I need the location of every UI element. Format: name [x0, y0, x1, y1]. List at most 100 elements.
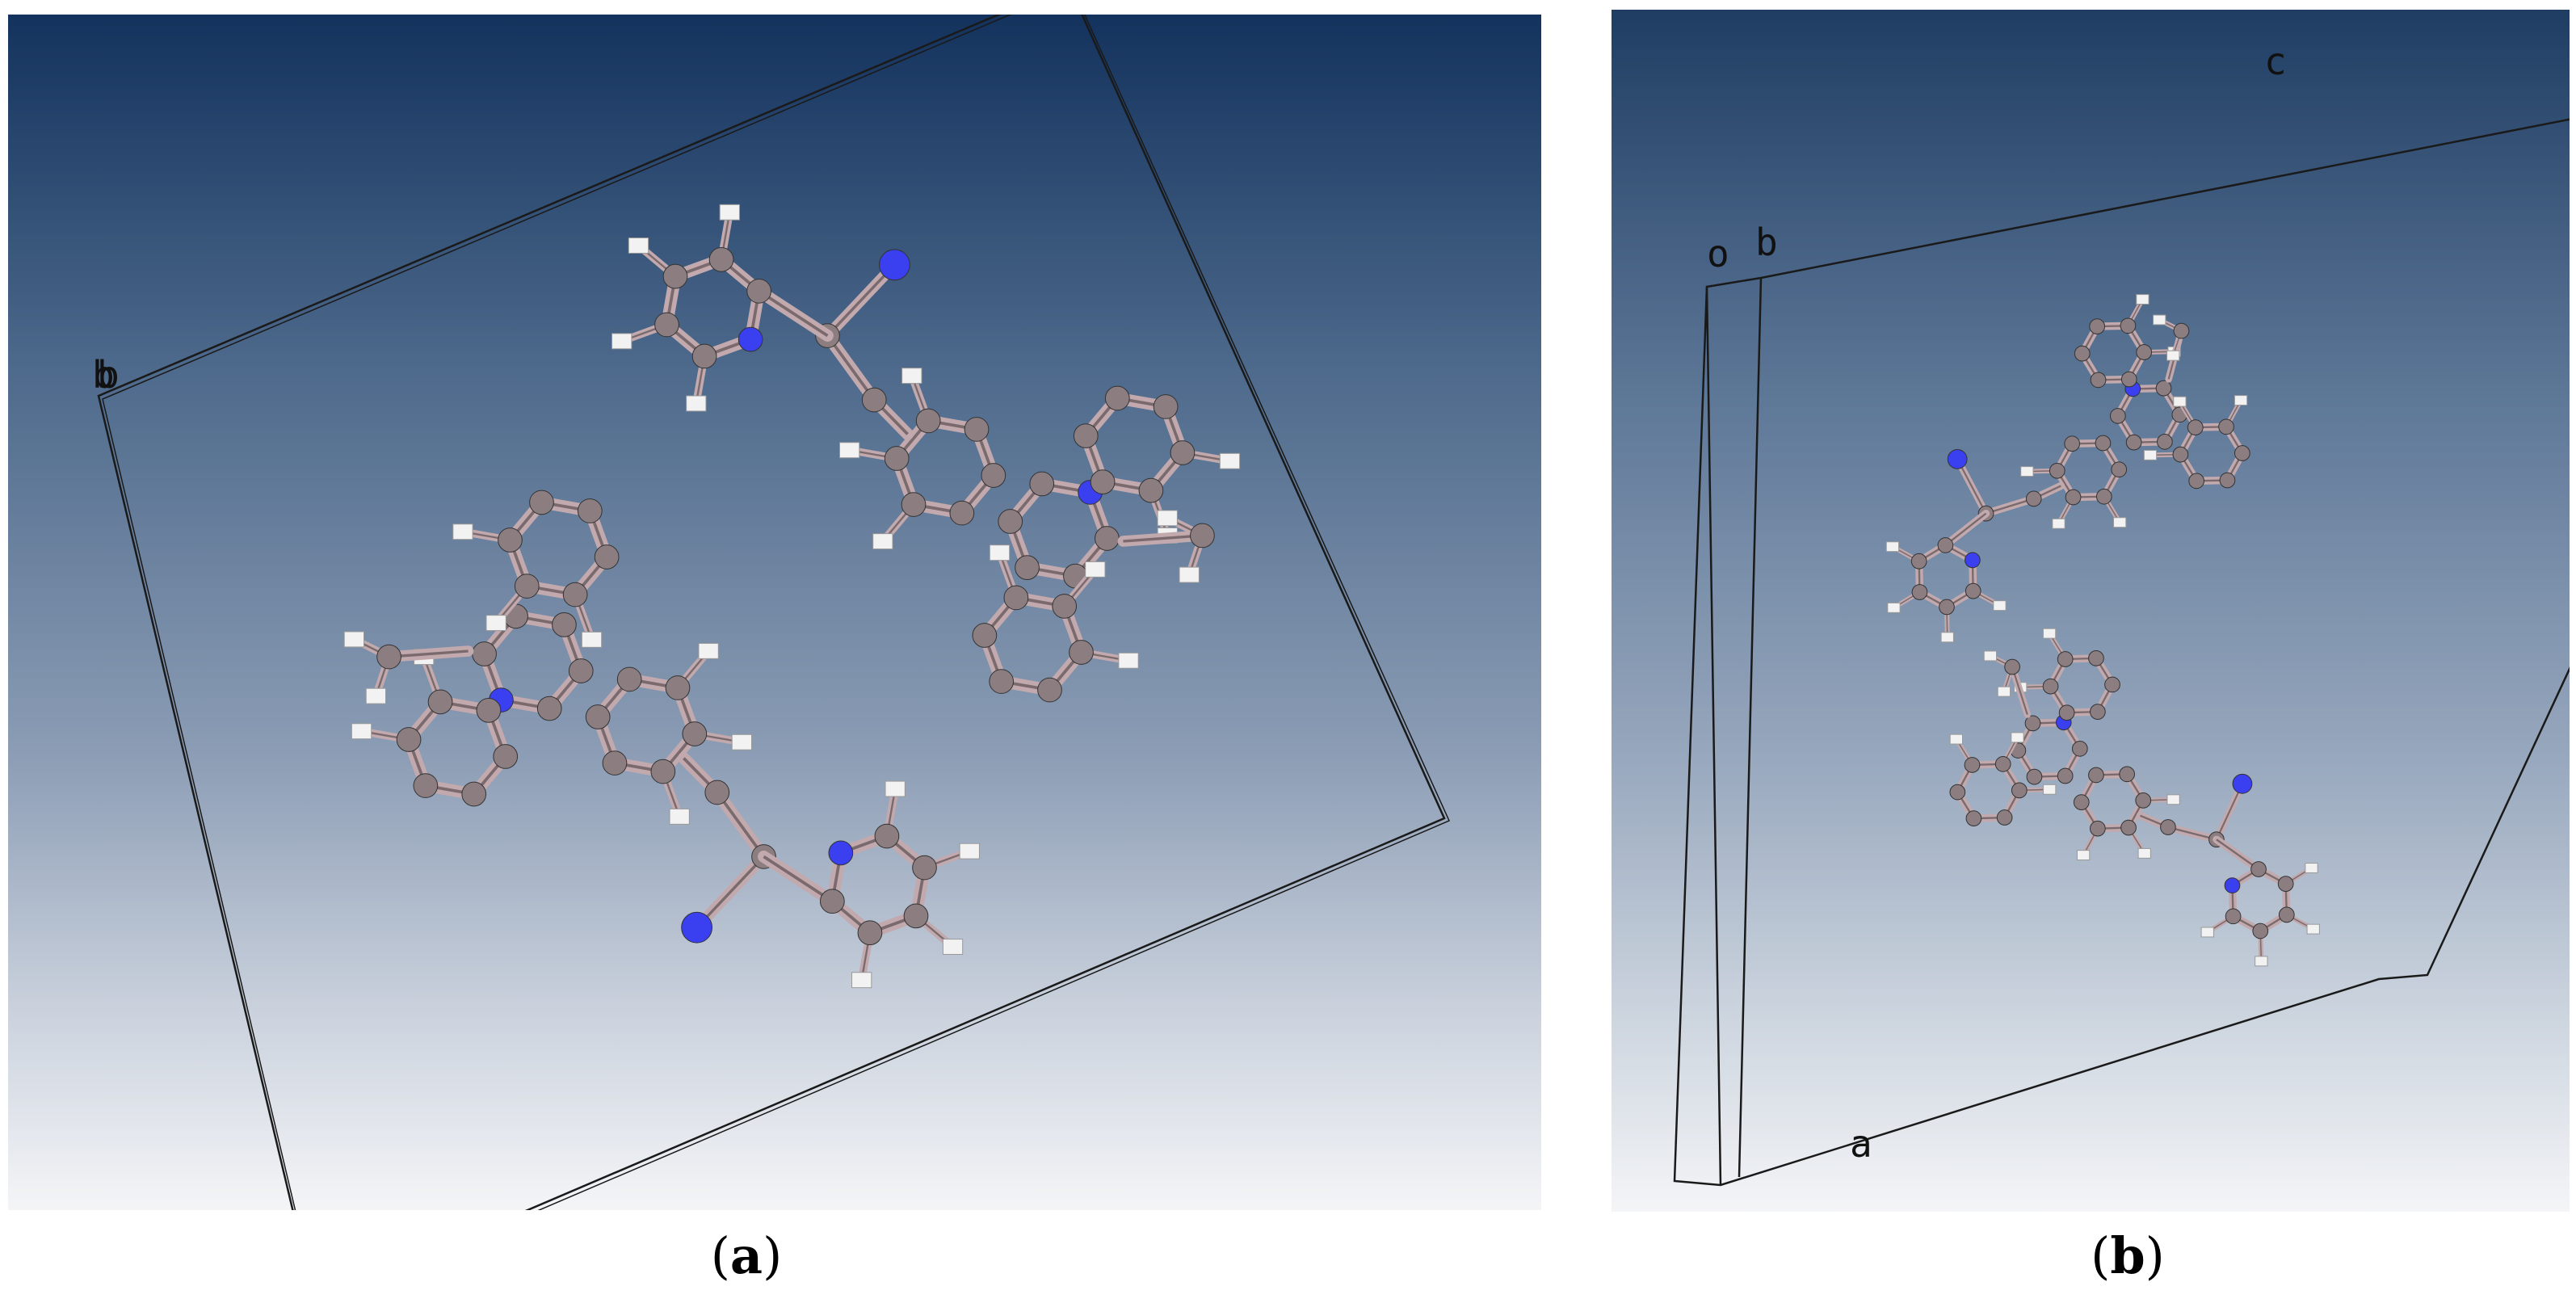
- bond-outline: [1986, 498, 2035, 515]
- carbon-atom: [2071, 740, 2088, 757]
- carbon-atom: [2058, 704, 2075, 721]
- hydrogen-atom: [2020, 466, 2034, 477]
- hydrogen-atom: [2173, 396, 2187, 407]
- carbon-atom: [2111, 461, 2128, 478]
- hydrogen-atom: [452, 523, 473, 540]
- carbon-atom: [536, 696, 562, 721]
- caption-a-close: ): [763, 1226, 783, 1285]
- carbon-atom: [901, 492, 927, 517]
- carbon-atom: [514, 574, 540, 599]
- carbon-atom: [2089, 318, 2106, 334]
- carbon-atom: [493, 744, 519, 769]
- carbon-atom: [2088, 767, 2104, 784]
- carbon-atom: [1996, 809, 2013, 826]
- hydrogen-atom: [2166, 794, 2180, 805]
- carbon-atom: [2125, 434, 2142, 451]
- carbon-atom: [2187, 419, 2204, 435]
- molecular-structure-view-b: o b c a: [1673, 40, 2570, 1187]
- carbon-atom: [1029, 471, 1055, 497]
- carbon-atom: [884, 446, 910, 471]
- unit-cell-box-b: [1673, 118, 2570, 1187]
- hydrogen-atom: [1085, 561, 1106, 578]
- bond-outline: [389, 649, 469, 658]
- axis-label-c: c: [2264, 40, 2287, 83]
- bond-outline: [1956, 458, 1987, 515]
- bond-outline: [695, 855, 765, 929]
- carbon-atom: [2011, 782, 2028, 799]
- bond-outline: [1944, 512, 1987, 546]
- carbon-atom: [981, 463, 1006, 488]
- nitrile-nitrogen-atom: [2232, 773, 2253, 794]
- hydrogen-atom: [669, 808, 690, 825]
- hydrogen-atom: [581, 631, 603, 648]
- axis-label-origin-b-shadow: b: [97, 353, 120, 397]
- bond-outline: [763, 855, 834, 903]
- carbon-atom: [972, 623, 998, 648]
- hydrogen-atom: [1993, 600, 2007, 612]
- bond-outline: [826, 263, 896, 337]
- hydrogen-atom: [1157, 510, 1178, 527]
- carbon-atom: [1964, 757, 1981, 773]
- carbon-atom: [1104, 385, 1130, 411]
- carbon-atom: [708, 246, 734, 272]
- carbon-atom: [861, 387, 887, 413]
- hydrogen-atom: [2043, 784, 2057, 795]
- panel-caption-a: (a): [666, 1220, 827, 1292]
- bond-outline: [2011, 666, 2028, 715]
- caption-a-open: (: [710, 1226, 730, 1285]
- methyl-carbon-atom: [2173, 322, 2190, 339]
- carbon-atom: [1015, 555, 1040, 580]
- hydrogen-atom: [611, 333, 632, 350]
- carbon-atom: [2110, 408, 2126, 424]
- hydrogen-atom: [731, 733, 752, 750]
- carbon-atom: [1003, 585, 1029, 611]
- carbon-atom: [2024, 715, 2041, 732]
- hydrogen-atom: [2136, 294, 2149, 305]
- carbon-atom: [2218, 418, 2234, 435]
- nitrogen-atom: [738, 326, 763, 352]
- carbon-atom: [2160, 819, 2176, 835]
- hydrogen-atom: [1983, 650, 1998, 662]
- carbon-atom: [2157, 433, 2173, 450]
- carbon-atom: [1170, 440, 1196, 465]
- hydrogen-atom: [1219, 452, 1241, 469]
- hydrogen-atom: [2305, 863, 2318, 873]
- hydrogen-atom: [1887, 602, 1901, 613]
- carbon-atom: [1052, 594, 1078, 619]
- hydrogen-atom: [686, 395, 707, 412]
- carbon-atom: [682, 721, 708, 746]
- nitrile-nitrogen-atom: [879, 249, 910, 281]
- molecular-structure-view-a: b b: [92, 15, 1450, 1210]
- methyl-carbon-atom: [1190, 523, 1215, 549]
- hydrogen-atom: [2076, 850, 2091, 861]
- hydrogen-atom: [2255, 956, 2268, 967]
- hydrogen-atom: [698, 642, 719, 659]
- carbon-atom: [2095, 488, 2112, 505]
- carbon-atom: [2088, 650, 2104, 666]
- carbon-atom: [2090, 820, 2106, 837]
- hydrogen-atom: [1885, 541, 1900, 553]
- carbon-atom: [2225, 908, 2242, 925]
- carbon-atom: [998, 509, 1023, 534]
- carbon-atom: [2065, 489, 2082, 506]
- carbon-atom: [461, 781, 487, 807]
- carbon-atom: [1138, 477, 1164, 503]
- hydrogen-atom: [2166, 350, 2180, 361]
- hydrogen-atom: [942, 939, 964, 955]
- carbon-atom: [2120, 371, 2137, 388]
- hydrogen-atom: [719, 204, 740, 221]
- axis-label-b: b: [1755, 221, 1778, 264]
- hydrogen-atom: [2153, 314, 2166, 326]
- carbon-atom: [2073, 794, 2090, 810]
- carbon-atom: [2064, 435, 2081, 452]
- carbon-atom: [1939, 599, 1955, 616]
- carbon-atom: [1949, 784, 1966, 801]
- carbon-atom: [2120, 819, 2137, 836]
- carbon-atom: [989, 669, 1015, 694]
- carbon-atom: [964, 417, 990, 442]
- carbon-atom: [746, 278, 771, 304]
- carbon-atom: [2219, 472, 2236, 489]
- carbon-atom: [1095, 526, 1120, 551]
- hydrogen-atom: [872, 533, 893, 550]
- carbon-atom: [2136, 344, 2153, 360]
